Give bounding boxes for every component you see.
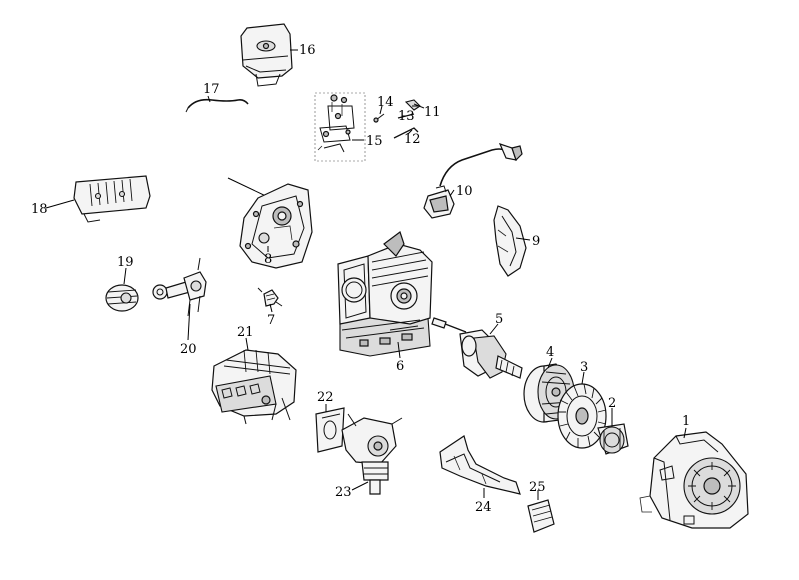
callout-17: 17 (203, 82, 220, 97)
callout-7: 7 (267, 313, 275, 328)
part-3-cooling-fan (557, 383, 607, 449)
part-2-starter-cup (597, 423, 629, 455)
part-23-carburetor (341, 413, 403, 495)
callout-23: 23 (335, 485, 352, 500)
callout-11: 11 (424, 105, 441, 120)
callout-4: 4 (546, 345, 554, 360)
callout-labels: 16 17 18 15 14 13 11 12 10 9 8 7 19 20 6… (31, 43, 690, 515)
part-22-insulator (315, 407, 345, 453)
part-1-recoil-starter-housing (639, 431, 749, 529)
callout-5: 5 (495, 312, 503, 327)
callout-13: 13 (398, 109, 415, 124)
part-18-muffler-shield (73, 175, 151, 223)
part-10-ignition-coil (423, 143, 523, 219)
callout-2: 2 (608, 396, 616, 411)
callout-10: 10 (456, 184, 473, 199)
callout-20: 20 (180, 342, 197, 357)
callout-3: 3 (580, 360, 588, 375)
callout-18: 18 (31, 202, 48, 217)
part-11-lever (404, 99, 425, 111)
callout-1: 1 (682, 414, 690, 429)
part-5-crankshaft (431, 317, 523, 379)
part-7-spark-plug (257, 287, 283, 307)
part-9-shroud (493, 205, 527, 277)
callout-21: 21 (237, 325, 254, 340)
part-16-air-filter-cover (240, 23, 293, 87)
callout-14: 14 (377, 95, 394, 110)
part-21-cylinder-head (211, 349, 297, 425)
callout-9: 9 (532, 234, 540, 249)
callout-15: 15 (366, 134, 383, 149)
callout-19: 19 (117, 255, 134, 270)
callout-16: 16 (299, 43, 316, 58)
part-20-connecting-rod (152, 257, 207, 317)
leader-lines (45, 49, 687, 500)
part-6-engine-block (337, 231, 433, 357)
callout-8: 8 (264, 252, 272, 267)
callout-22: 22 (317, 390, 334, 405)
part-12-rod (393, 127, 419, 139)
part-14-spring (373, 113, 385, 123)
callout-25: 25 (529, 480, 546, 495)
callout-24: 24 (475, 500, 492, 515)
part-25-bracket (527, 499, 555, 533)
callout-6: 6 (396, 359, 404, 374)
callout-12: 12 (404, 132, 421, 147)
part-8-crankcase-cover (227, 177, 313, 269)
part-24-baffle (439, 435, 521, 495)
part-17-rod (185, 98, 249, 113)
part-15-governor-linkage (314, 92, 366, 162)
part-19-piston (105, 284, 139, 312)
